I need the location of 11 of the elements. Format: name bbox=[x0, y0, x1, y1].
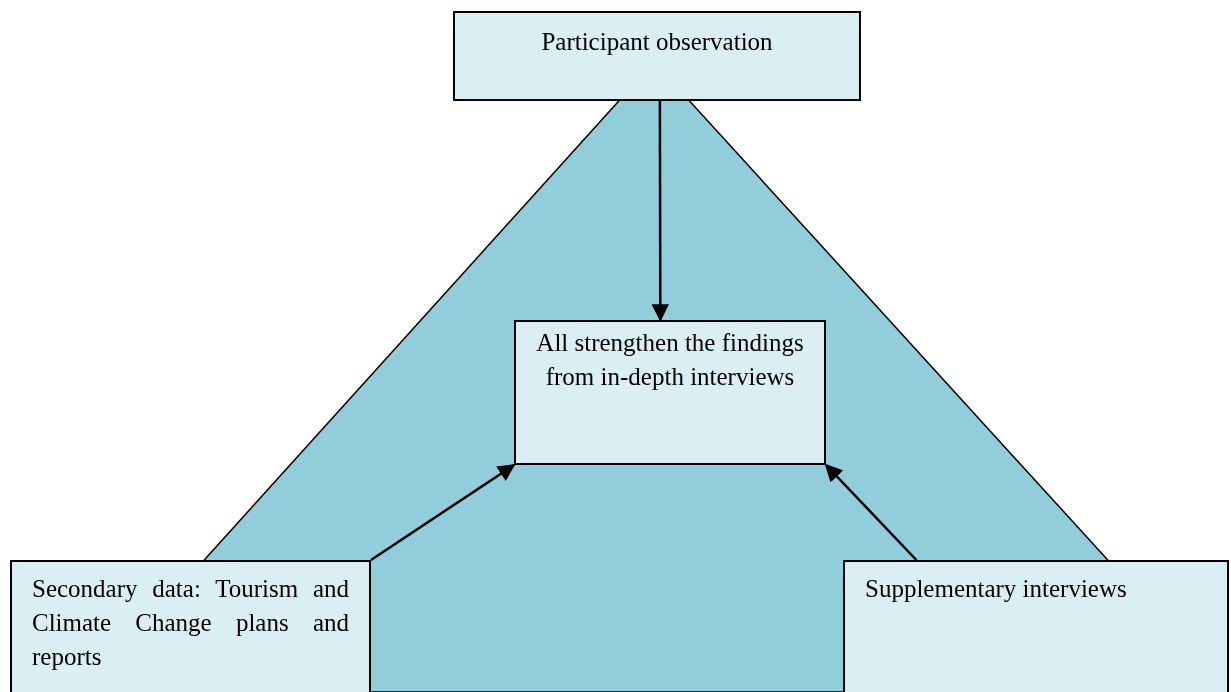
arrow bbox=[651, 101, 670, 322]
text-box bbox=[514, 320, 826, 465]
box-text: All strengthen the findings from in-depth interviews bbox=[535, 328, 805, 392]
box-text: Supplementary interviews bbox=[865, 574, 1128, 604]
text-box bbox=[10, 560, 371, 692]
box-text: Participant observation bbox=[540, 27, 774, 57]
text-box bbox=[843, 560, 1229, 692]
arrow bbox=[824, 463, 918, 561]
text-box bbox=[453, 11, 861, 101]
arrow bbox=[370, 463, 516, 562]
box-text: Secondary data: Tourism and Climate Change plans and reports bbox=[32, 574, 349, 672]
